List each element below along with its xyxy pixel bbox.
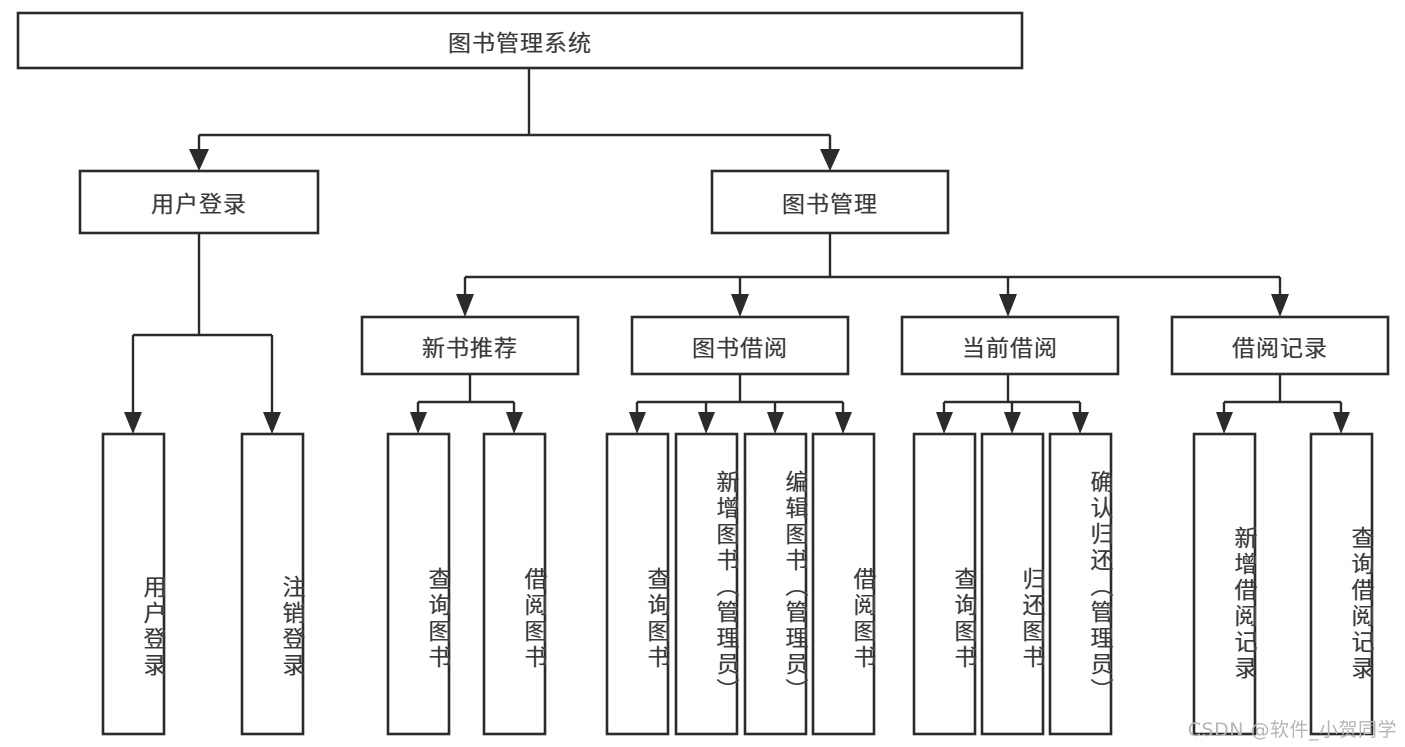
connector-book-borrow-to-leaves xyxy=(629,374,852,434)
node-box-leaf-query-record[interactable] xyxy=(1309,432,1374,736)
node-label-user-login: 用户登录 xyxy=(151,192,247,218)
node-label-leaf-query-book-2: 查询图书 xyxy=(643,566,669,671)
arrow-head-leaf-query-book-3 xyxy=(936,412,953,434)
arrow-head-leaf-user-logout xyxy=(263,412,281,434)
arrow-head-leaf-borrow-book-1 xyxy=(506,412,523,434)
node-box-leaf-return-book[interactable] xyxy=(980,432,1045,736)
node-box-leaf-query-book-2[interactable] xyxy=(605,432,670,736)
node-box-leaf-borrow-book-2[interactable] xyxy=(811,432,876,736)
arrow-head-new-book-recommend xyxy=(456,294,474,317)
node-label-leaf-return-book: 归还图书 xyxy=(1018,566,1044,671)
node-box-root[interactable] xyxy=(16,11,1024,70)
node-box-new-book-recommend[interactable] xyxy=(360,315,580,376)
connector-current-borrow-to-leaves xyxy=(936,374,1089,434)
node-label-leaf-add-record: 新增借阅记录 xyxy=(1230,525,1256,682)
arrow-head-user-login xyxy=(189,149,209,171)
node-label-leaf-borrow-book-1: 借阅图书 xyxy=(520,566,546,671)
arrow-head-leaf-return-book xyxy=(1004,412,1021,434)
node-box-user-login[interactable] xyxy=(78,169,320,235)
node-label-leaf-add-book: 新增图书（管理员） xyxy=(712,470,738,704)
arrow-head-leaf-query-record xyxy=(1333,412,1350,434)
arrow-head-book-borrow xyxy=(731,294,749,317)
arrow-head-leaf-query-book-1 xyxy=(410,412,427,434)
node-box-leaf-query-book-1[interactable] xyxy=(386,432,451,736)
node-label-leaf-edit-book: 编辑图书（管理员） xyxy=(781,470,807,704)
node-label-current-borrow: 当前借阅 xyxy=(962,335,1058,362)
arrow-head-leaf-edit-book xyxy=(767,412,784,434)
arrow-head-leaf-user-login xyxy=(124,412,142,434)
node-box-leaf-query-book-3[interactable] xyxy=(912,432,977,736)
arrow-head-leaf-add-book xyxy=(698,412,715,434)
node-label-leaf-user-login: 用户登录 xyxy=(139,574,165,679)
connector-book-manage-to-level3 xyxy=(456,233,1289,317)
node-label-borrow-record: 借阅记录 xyxy=(1232,335,1328,362)
connector-user-login-to-leaves xyxy=(124,233,281,434)
arrow-head-leaf-confirm-return xyxy=(1072,412,1089,434)
node-label-book-borrow: 图书借阅 xyxy=(692,335,788,362)
arrow-head-leaf-add-record xyxy=(1216,412,1233,434)
node-box-leaf-edit-book[interactable] xyxy=(743,432,808,736)
node-label-leaf-query-record: 查询借阅记录 xyxy=(1347,525,1373,682)
arrow-head-leaf-query-book-2 xyxy=(629,412,646,434)
arrow-head-borrow-record xyxy=(1271,294,1289,317)
node-label-leaf-confirm-return: 确认归还（管理员） xyxy=(1086,470,1112,704)
node-label-book-manage: 图书管理 xyxy=(782,192,878,218)
node-box-leaf-confirm-return[interactable] xyxy=(1048,432,1113,736)
arrow-head-book-manage xyxy=(820,149,840,171)
arrow-head-leaf-borrow-book-2 xyxy=(835,412,852,434)
node-label-root: 图书管理系统 xyxy=(448,30,592,57)
node-label-leaf-query-book-3: 查询图书 xyxy=(950,566,976,671)
connector-borrow-record-to-leaves xyxy=(1216,374,1350,434)
node-box-leaf-add-record[interactable] xyxy=(1192,432,1257,736)
node-box-leaf-user-logout[interactable] xyxy=(240,432,305,736)
connector-root-to-level2 xyxy=(189,68,840,171)
node-box-leaf-user-login[interactable] xyxy=(101,432,166,736)
node-box-leaf-add-book[interactable] xyxy=(674,432,739,736)
connector-new-book-recommend-to-leaves xyxy=(410,374,523,434)
node-label-leaf-borrow-book-2: 借阅图书 xyxy=(849,566,875,671)
arrow-head-current-borrow xyxy=(999,294,1017,317)
node-label-leaf-user-logout: 注销登录 xyxy=(278,574,304,679)
watermark: CSDN @软件_小贺同学 xyxy=(1187,719,1397,741)
node-box-leaf-borrow-book-1[interactable] xyxy=(482,432,547,736)
node-box-current-borrow[interactable] xyxy=(900,315,1120,376)
node-label-new-book-recommend: 新书推荐 xyxy=(422,335,518,362)
node-label-leaf-query-book-1: 查询图书 xyxy=(424,566,450,671)
